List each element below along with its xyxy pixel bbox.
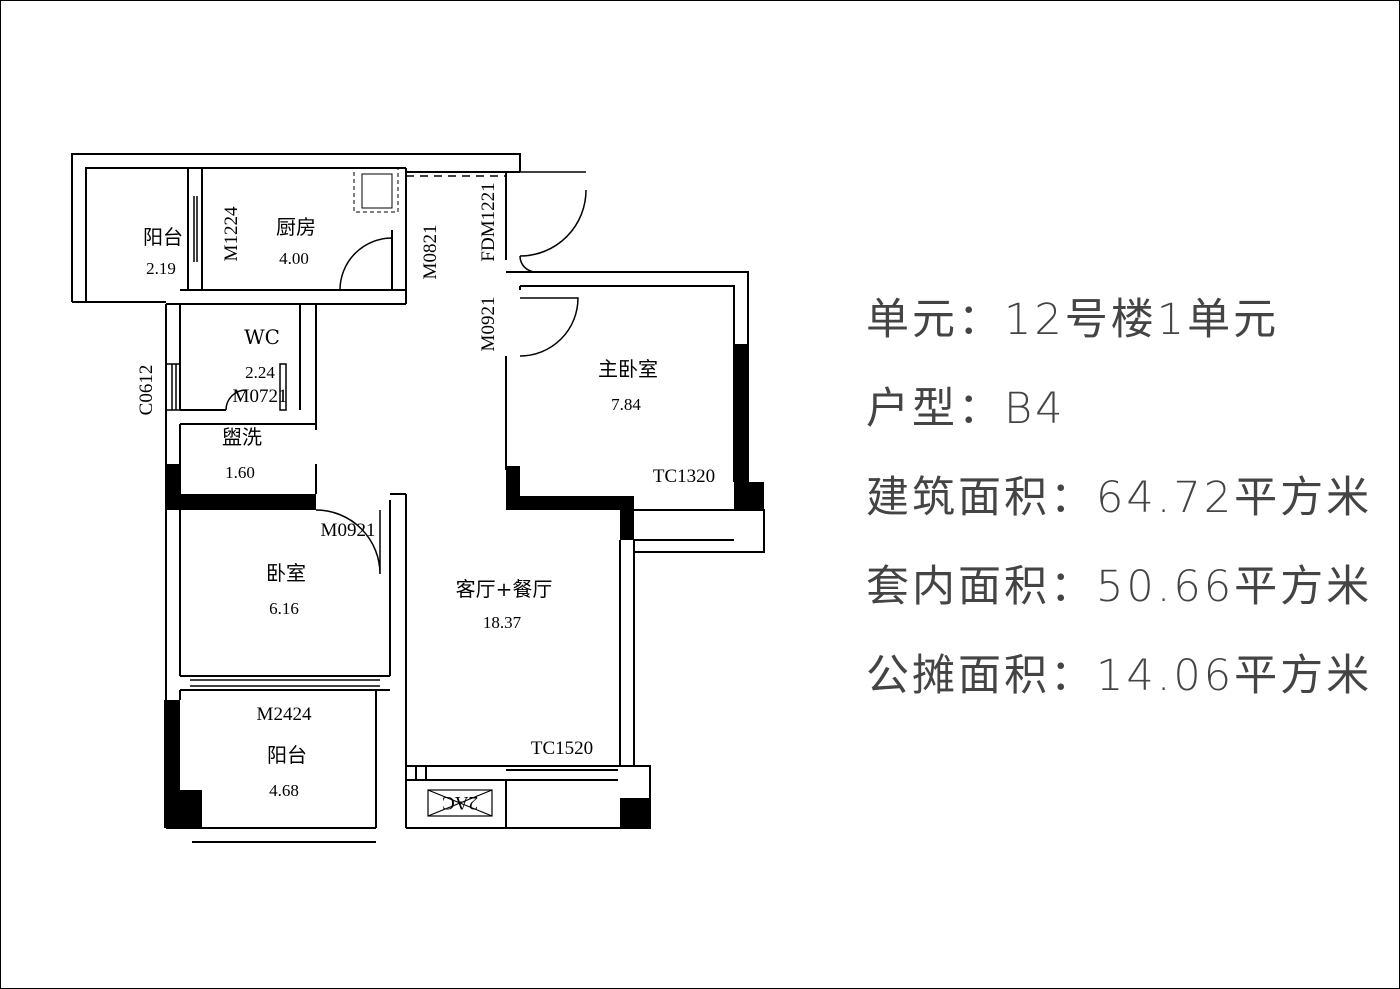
code-m2424: M2424 [257,704,312,725]
info-inner-area: 套内面积：50.66平方米 [866,562,1373,612]
column-wash [166,464,180,510]
door-bedroom-arc [315,509,381,575]
info-type: 户型：B4 [866,384,1066,434]
code-ac: 2AC [442,792,478,813]
code-tc1320: TC1320 [653,466,715,487]
room-balcony-north-name: 阳台 [143,225,183,249]
door-master-arc [519,297,579,357]
code-m1224: M1224 [221,206,242,261]
code-fdm1221: FDM1221 [478,182,499,261]
room-wc-name: WC [244,325,280,349]
info-shared-area: 公摊面积：14.06平方米 [866,651,1373,701]
code-m0721: M0721 [233,386,288,407]
room-bedroom-area: 6.16 [269,599,299,618]
room-wc-area: 2.24 [245,363,275,382]
code-m0921-master: M0921 [478,297,499,352]
floor-plan: 2AC 阳台 2.19 厨房 4.00 WC 2.24 盥洗 1.60 主卧室 … [71,153,765,843]
info-building-area: 建筑面积：64.72平方米 [866,473,1373,523]
code-c0612: C0612 [136,365,157,416]
door-wc-leaf [279,363,287,411]
code-m0921-bedroom: M0921 [321,520,376,541]
room-balcony-south-name: 阳台 [267,743,307,767]
doors [166,171,587,687]
sink-inner [361,173,393,209]
columns [164,344,764,828]
wall-north-inner [85,167,406,302]
ac-box [427,789,493,817]
room-kitchen-name: 厨房 [276,215,316,239]
kitchen-sink [353,167,399,213]
wall-window-tc1520 [406,765,651,829]
room-washroom-area: 1.60 [225,463,255,482]
room-master-bedroom-name: 主卧室 [598,357,658,381]
room-living-dining-name: 客厅+餐厅 [456,577,553,601]
column-balcony-s-corner [164,790,202,828]
ac-unit [427,789,493,817]
door-kitchen-arc [339,237,393,291]
column-living-s [620,798,650,828]
walls [71,153,765,843]
column-bedroom-top [180,494,316,510]
door-entry-arc-a [519,189,587,257]
code-m0821: M0821 [420,225,441,280]
wall-master-inner [520,285,735,482]
unit-info-panel: 单元：12号楼1单元 户型：B4 建筑面积：64.72平方米 套内面积：50.6… [866,280,1386,725]
room-washroom-name: 盥洗 [222,425,262,449]
code-tc1520: TC1520 [531,738,593,759]
column-master-corner [620,496,634,540]
room-kitchen-area: 4.00 [279,249,309,268]
room-balcony-south-area: 4.68 [269,781,299,800]
info-unit: 单元：12号楼1单元 [866,295,1280,345]
room-living-dining-area: 18.37 [483,613,522,632]
column-master-right [734,344,748,482]
wall-north-outer [71,153,521,302]
room-master-bedroom-area: 7.84 [611,395,641,414]
ac-diag-2 [427,789,493,817]
column-master-bottom [506,496,634,510]
room-balcony-north-area: 2.19 [146,259,176,278]
wall-window-tc1320 [634,509,765,553]
door-wc-arc [225,389,247,411]
room-bedroom-name: 卧室 [266,561,306,585]
sink-outer [353,167,399,213]
column-master-right-2 [734,482,764,510]
door-entry-arc-b [519,255,537,273]
